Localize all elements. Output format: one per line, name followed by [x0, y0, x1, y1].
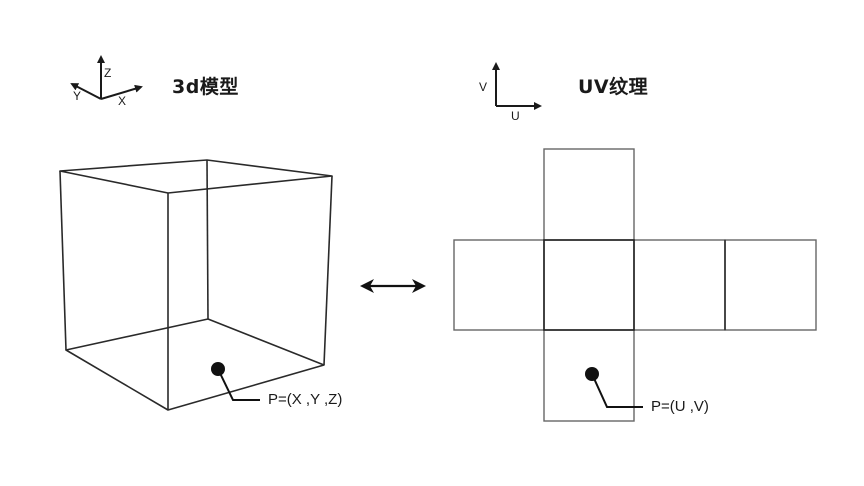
uv-title: UV纹理	[578, 76, 649, 98]
uv-point-label: P=(U ,V)	[651, 398, 709, 415]
cube-point-label: P=(X ,Y ,Z)	[268, 391, 343, 408]
uv-axes-icon	[492, 62, 542, 110]
uv-cube-net	[453, 148, 817, 422]
model-title: 3d模型	[172, 76, 239, 98]
cube-point-marker	[211, 362, 260, 401]
uv-point-marker	[585, 367, 643, 408]
y-axis-label: Y	[73, 89, 82, 103]
z-axis-label: Z	[104, 66, 112, 80]
u-axis-label: U	[511, 109, 520, 123]
v-axis-label: V	[479, 80, 488, 94]
cube-wireframe	[59, 159, 333, 411]
xyz-axes-icon	[70, 55, 143, 100]
x-axis-label: X	[118, 94, 127, 108]
